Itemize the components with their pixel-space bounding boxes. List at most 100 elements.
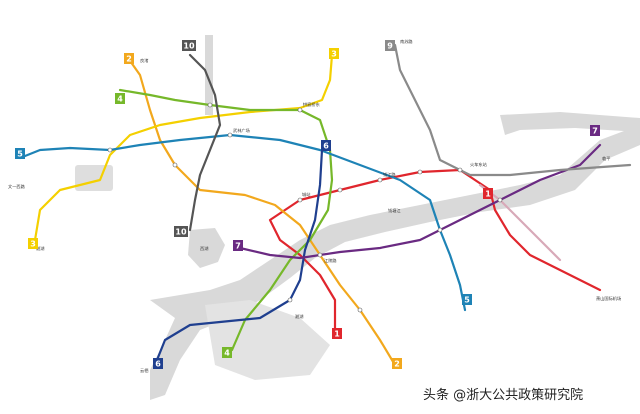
line-4-badge-bg bbox=[222, 347, 232, 358]
station-node[interactable] bbox=[497, 197, 503, 203]
line-6-badge-label: 6 bbox=[323, 142, 329, 151]
line-10-badge-label: 10 bbox=[183, 42, 195, 51]
south-area bbox=[205, 300, 330, 380]
line-1-badge[interactable]: 1 bbox=[332, 328, 342, 339]
label-gongchen: 拱宸桥东 bbox=[303, 101, 320, 108]
line-7-badge-label: 7 bbox=[592, 127, 598, 136]
station-node[interactable] bbox=[107, 147, 113, 153]
metro-lines bbox=[18, 43, 632, 367]
line-4-badge-bg bbox=[115, 93, 125, 104]
label-xianghu: 湘湖 bbox=[295, 313, 303, 320]
west-block bbox=[75, 165, 113, 191]
line-9-badge-label: 9 bbox=[387, 42, 393, 51]
station-node[interactable] bbox=[227, 132, 233, 138]
river-branch bbox=[500, 112, 640, 135]
line-10-badge[interactable]: 10 bbox=[174, 226, 188, 237]
line-6-badge[interactable]: 6 bbox=[321, 140, 331, 151]
line-3-badge-bg bbox=[28, 238, 38, 249]
line-9-badge[interactable]: 9 bbox=[385, 40, 395, 51]
line-6-badge-bg bbox=[321, 140, 331, 151]
line-9-badge-bg bbox=[385, 40, 395, 51]
line-3-route bbox=[33, 53, 334, 242]
line-3-badge[interactable]: 3 bbox=[28, 238, 38, 249]
line-7-badge-bg bbox=[233, 240, 243, 251]
line-5-badge-label: 5 bbox=[17, 150, 23, 159]
line-5-badge[interactable]: 5 bbox=[15, 148, 25, 159]
line-1-badge-bg bbox=[483, 188, 493, 199]
line-8-route bbox=[478, 183, 562, 262]
line-1-badge-label: 1 bbox=[334, 330, 340, 339]
label-south-terminal: 湘湖 bbox=[36, 245, 44, 252]
label-west-terminal: 文一西路 bbox=[8, 183, 26, 190]
line-3-badge-bg bbox=[329, 48, 339, 59]
line-5-badge-bg bbox=[15, 148, 25, 159]
line-7-badge-label: 7 bbox=[235, 242, 241, 251]
line-1-badge-label: 1 bbox=[485, 190, 491, 199]
line-4-badge-label: 4 bbox=[224, 349, 230, 358]
line-7-route bbox=[238, 143, 602, 260]
station-labels: 南苏路 萧山国际机场 文一西路 湘湖 火车东站 城站 武林广场 临平 钱江路 江… bbox=[8, 38, 621, 374]
label-east-station: 火车东站 bbox=[470, 161, 487, 168]
river-label: 钱塘江 bbox=[388, 207, 401, 214]
lake-label: 西湖 bbox=[200, 245, 208, 252]
west-lake bbox=[188, 228, 225, 268]
line-2-badge-bg bbox=[124, 53, 134, 64]
line-6-badge-label: 6 bbox=[155, 360, 161, 369]
line-5-badge[interactable]: 5 bbox=[462, 294, 472, 305]
station-node[interactable] bbox=[357, 307, 363, 313]
line-2-badge[interactable]: 2 bbox=[124, 53, 134, 64]
line-5-badge-bg bbox=[462, 294, 472, 305]
line-5-route bbox=[18, 133, 467, 312]
line-3-badge-label: 3 bbox=[331, 50, 337, 59]
station-node[interactable] bbox=[297, 107, 303, 113]
station-node[interactable] bbox=[377, 177, 383, 183]
label-east-terminal: 萧山国际机场 bbox=[596, 295, 621, 302]
stations bbox=[107, 102, 503, 313]
line-10-badge-label: 10 bbox=[175, 228, 187, 237]
line-3-badge-label: 3 bbox=[30, 240, 36, 249]
line-badges: 1 1 2 2 3 3 4 4 5 5 6 6 7 7 9 10 10 bbox=[15, 40, 600, 369]
line-1-badge-bg bbox=[332, 328, 342, 339]
line-4-badge[interactable]: 4 bbox=[222, 347, 232, 358]
station-node[interactable] bbox=[287, 297, 293, 303]
line-7-badge-bg bbox=[590, 125, 600, 136]
label-jiangling: 江陵路 bbox=[324, 257, 337, 264]
station-node[interactable] bbox=[437, 227, 443, 233]
watermark: 头条 @浙大公共政策研究院 bbox=[423, 388, 584, 403]
line-10-badge-bg bbox=[174, 226, 188, 237]
line-9-route bbox=[393, 43, 632, 177]
line-5-badge-label: 5 bbox=[464, 296, 470, 305]
line-10-badge[interactable]: 10 bbox=[182, 40, 196, 51]
line-2-badge-label: 2 bbox=[126, 55, 132, 64]
line-6-badge-bg bbox=[153, 358, 163, 369]
line-7-badge[interactable]: 7 bbox=[590, 125, 600, 136]
station-node[interactable] bbox=[207, 102, 213, 108]
line-2-badge-label: 2 bbox=[394, 360, 400, 369]
water-bodies: 钱塘江 西湖 bbox=[75, 35, 640, 400]
station-node[interactable] bbox=[457, 167, 463, 173]
label-wulin: 武林广场 bbox=[233, 127, 250, 134]
station-node[interactable] bbox=[417, 169, 423, 175]
label-liangzhu: 良渚 bbox=[140, 57, 148, 64]
label-qianjiang: 钱江路 bbox=[383, 171, 396, 178]
north-canal bbox=[205, 35, 213, 115]
label-yunqi: 云栖 bbox=[140, 367, 148, 374]
line-4-badge[interactable]: 4 bbox=[115, 93, 125, 104]
station-node[interactable] bbox=[172, 162, 178, 168]
line-2-badge[interactable]: 2 bbox=[392, 358, 402, 369]
line-2-route bbox=[126, 56, 397, 367]
station-node[interactable] bbox=[337, 187, 343, 193]
line-6-badge[interactable]: 6 bbox=[153, 358, 163, 369]
line-1-badge[interactable]: 1 bbox=[483, 188, 493, 199]
line-3-badge[interactable]: 3 bbox=[329, 48, 339, 59]
station-node[interactable] bbox=[297, 197, 303, 203]
label-city-station: 城站 bbox=[302, 191, 310, 198]
line-7-badge[interactable]: 7 bbox=[233, 240, 243, 251]
label-north-terminal: 南苏路 bbox=[400, 38, 413, 45]
line-4-badge-label: 4 bbox=[117, 95, 123, 104]
label-linping: 临平 bbox=[602, 155, 610, 162]
station-node[interactable] bbox=[317, 252, 323, 258]
qiantang-river bbox=[150, 125, 640, 400]
